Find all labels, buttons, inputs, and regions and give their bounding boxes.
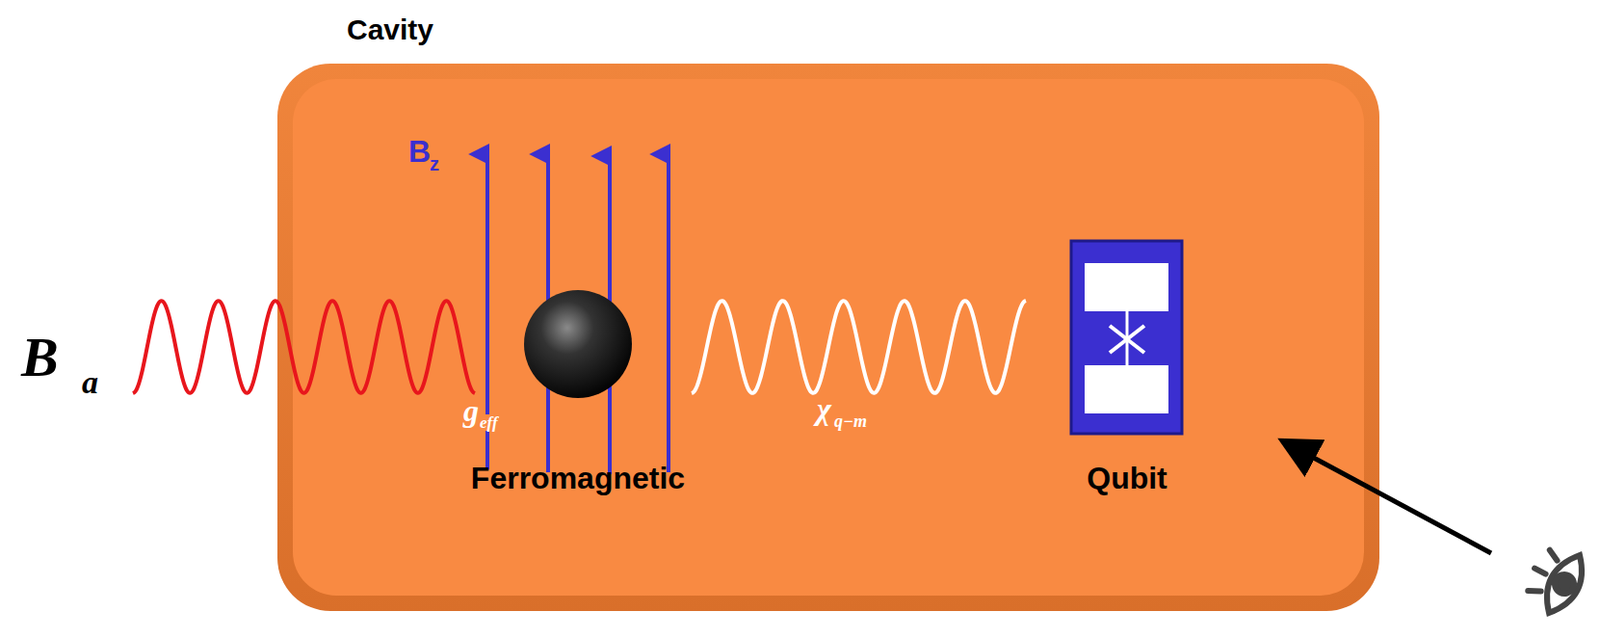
coupling-symbol: χ [816, 393, 832, 424]
magnon-wave [691, 300, 1026, 394]
coupling-symbol: g [462, 394, 480, 426]
cavity-wall [277, 63, 1380, 611]
field-symbol: B [21, 329, 59, 386]
field-subscript: z [429, 154, 440, 174]
observation-arrow [1285, 442, 1492, 553]
cavity-interior [292, 78, 1364, 596]
cavity: FerromagneticQubitCavity [277, 63, 1380, 611]
ferromagnetic-node: Ferromagnetic [524, 289, 632, 398]
bz-field-lines [487, 154, 669, 474]
coupling-subscript: eff [478, 414, 499, 431]
axion-wave [132, 300, 475, 394]
node-label: Ferromagnetic [471, 460, 685, 497]
qubit-node: Qubit [1071, 240, 1182, 434]
coupling-subscript: q−m [834, 412, 867, 430]
node-label: Qubit [1086, 460, 1168, 497]
field-symbol: B [408, 135, 431, 167]
field-subscript: a [81, 366, 99, 399]
node-label: Cavity [346, 13, 434, 48]
eye-icon [1519, 539, 1593, 621]
ferromagnetic-sphere [524, 289, 632, 398]
qubit-symbol [1071, 240, 1182, 434]
